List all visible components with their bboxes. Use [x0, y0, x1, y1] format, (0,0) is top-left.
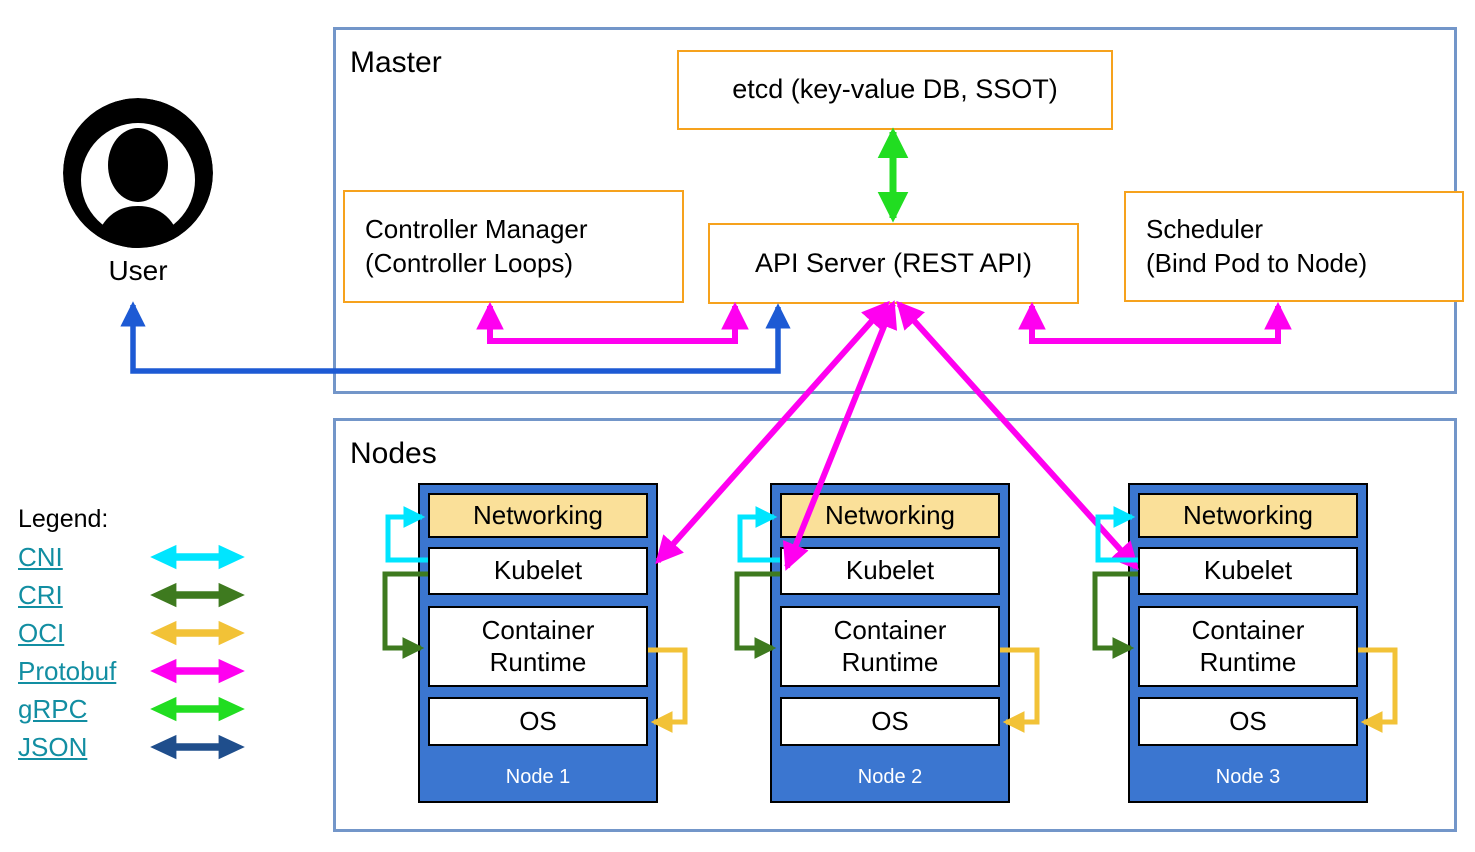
node-1-os-box: OS	[428, 697, 648, 746]
node-3-os-box: OS	[1138, 697, 1358, 746]
node-1-kubelet-box: Kubelet	[428, 547, 648, 595]
kubelet-label: Kubelet	[1203, 555, 1293, 586]
api-server-box: API Server (REST API)	[708, 223, 1079, 304]
legend: CNI CRI OCI Protobuf gRPC	[18, 538, 250, 766]
legend-link-grpc[interactable]: gRPC	[18, 693, 88, 724]
scheduler-label-line2: (Bind Pod to Node)	[1146, 247, 1368, 278]
container-runtime-label: Container Runtime	[1191, 615, 1305, 677]
node-2-os-box: OS	[780, 697, 1000, 746]
json-arrow-swatch	[150, 734, 245, 760]
networking-label: Networking	[824, 499, 956, 530]
os-label: OS	[871, 705, 909, 736]
user-label: User	[108, 255, 168, 286]
legend-row-oci: OCI	[18, 614, 250, 652]
scheduler-label-line1: Scheduler	[1146, 213, 1264, 244]
node-3-kubelet-box: Kubelet	[1138, 547, 1358, 595]
scheduler-box: Scheduler (Bind Pod to Node)	[1124, 191, 1464, 302]
node-1-networking-box: Networking	[428, 493, 648, 538]
node-3-label: Node 3	[1215, 765, 1281, 788]
kubelet-label: Kubelet	[493, 555, 583, 586]
os-label: OS	[1229, 705, 1267, 736]
cri-arrow-swatch	[150, 582, 245, 608]
node-2-container: Networking Kubelet Container Runtime OS …	[770, 483, 1010, 803]
legend-link-cni[interactable]: CNI	[18, 541, 63, 572]
legend-link-cri[interactable]: CRI	[18, 579, 63, 610]
os-label: OS	[519, 705, 557, 736]
user-avatar-icon	[63, 98, 213, 248]
node-3-networking-box: Networking	[1138, 493, 1358, 538]
container-runtime-label: Container Runtime	[833, 615, 947, 677]
networking-label: Networking	[472, 499, 604, 530]
node-1-label: Node 1	[505, 765, 571, 788]
node-1-container-runtime-box: Container Runtime	[428, 606, 648, 687]
node-3-container: Networking Kubelet Container Runtime OS …	[1128, 483, 1368, 803]
grpc-arrow-swatch	[150, 696, 245, 722]
legend-row-cni: CNI	[18, 538, 250, 576]
legend-row-grpc: gRPC	[18, 690, 250, 728]
api-server-label: API Server (REST API)	[754, 247, 1033, 278]
kubelet-label: Kubelet	[845, 555, 935, 586]
legend-link-protobuf[interactable]: Protobuf	[18, 655, 117, 686]
node-1-container: Networking Kubelet Container Runtime OS …	[418, 483, 658, 803]
legend-row-cri: CRI	[18, 576, 250, 614]
etcd-box: etcd (key-value DB, SSOT)	[677, 50, 1113, 130]
legend-link-json[interactable]: JSON	[18, 731, 88, 762]
networking-label: Networking	[1182, 499, 1314, 530]
node-2-kubelet-box: Kubelet	[780, 547, 1000, 595]
legend-row-json: JSON	[18, 728, 250, 766]
etcd-label: etcd (key-value DB, SSOT)	[732, 74, 1058, 105]
node-2-container-runtime-box: Container Runtime	[780, 606, 1000, 687]
legend-row-protobuf: Protobuf	[18, 652, 250, 690]
oci-arrow-swatch	[150, 620, 245, 646]
legend-link-oci[interactable]: OCI	[18, 617, 65, 648]
node-3-container-runtime-box: Container Runtime	[1138, 606, 1358, 687]
node-2-label: Node 2	[857, 765, 923, 788]
nodes-section-title: Nodes	[350, 437, 437, 470]
cni-arrow-swatch	[150, 544, 245, 570]
controller-manager-label-line1: Controller Manager	[365, 213, 588, 244]
protobuf-arrow-swatch	[150, 658, 245, 684]
controller-manager-label-line2: (Controller Loops)	[365, 247, 574, 278]
node-2-networking-box: Networking	[780, 493, 1000, 538]
master-section-title: Master	[350, 46, 442, 79]
controller-manager-box: Controller Manager (Controller Loops)	[343, 190, 684, 303]
legend-title: Legend:	[18, 505, 109, 533]
container-runtime-label: Container Runtime	[481, 615, 595, 677]
